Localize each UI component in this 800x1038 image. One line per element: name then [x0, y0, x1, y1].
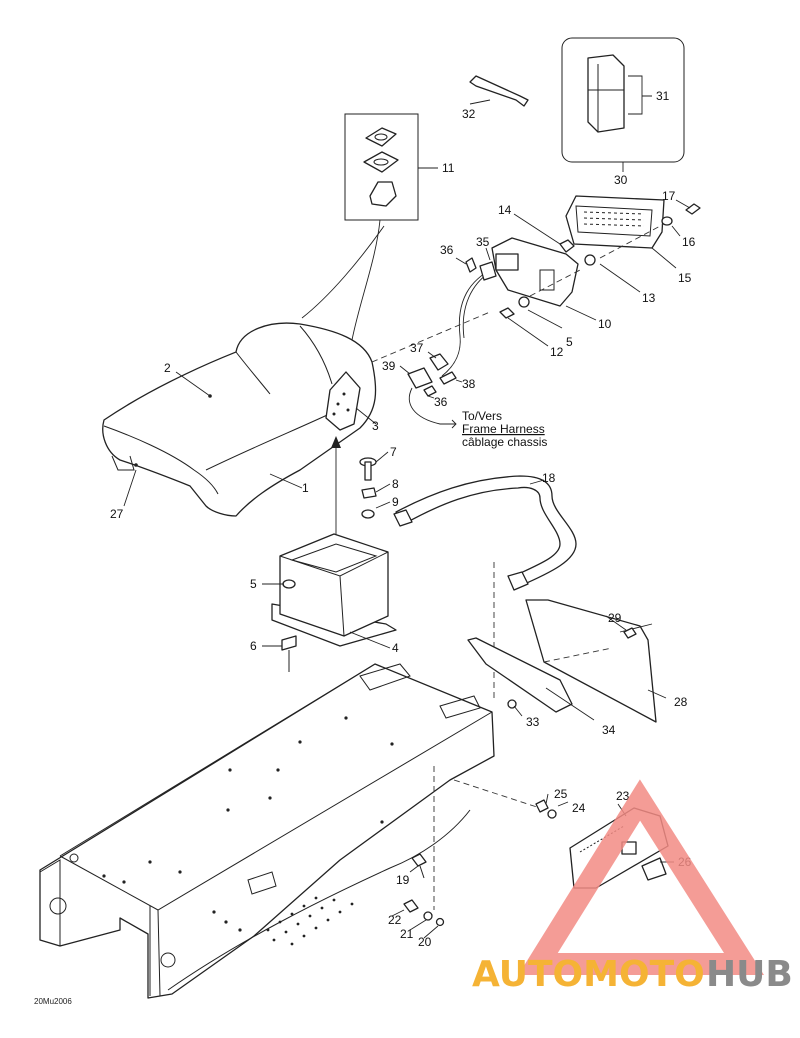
callout-15: 15	[678, 271, 692, 285]
callout-37: 37	[410, 341, 424, 355]
footer-code: 20Mu2006	[34, 997, 72, 1006]
callout-2: 2	[164, 361, 171, 375]
callout-17: 17	[662, 189, 676, 203]
callout-9: 9	[392, 495, 399, 509]
callout-18: 18	[542, 471, 556, 485]
automotohub-logo: AUTOMOTO HUB	[472, 779, 793, 995]
part-4-box	[271, 533, 397, 672]
chassis-frame	[39, 663, 541, 999]
logo-text-automoto: AUTOMOTO	[472, 954, 705, 995]
callout-36a: 36	[440, 243, 454, 257]
part-1-seat	[102, 311, 491, 517]
callout-12: 12	[550, 345, 564, 359]
callout-5a: 5	[250, 577, 257, 591]
callout-20: 20	[418, 935, 432, 949]
part-34-plate	[467, 637, 613, 713]
fasteners-upper	[499, 203, 701, 319]
part-18-handle	[393, 475, 577, 700]
part-15-taillight	[565, 195, 665, 249]
callout-6: 6	[250, 639, 257, 653]
annotation-line-3: câblage chassis	[462, 435, 547, 449]
annotation-line-2: Frame Harness	[462, 422, 545, 436]
callout-13: 13	[642, 291, 656, 305]
callout-27: 27	[110, 507, 124, 521]
callout-4: 4	[392, 641, 399, 655]
callout-32: 32	[462, 107, 476, 121]
leader-lines	[123, 199, 691, 939]
callout-39: 39	[382, 359, 396, 373]
callout-23: 23	[616, 789, 630, 803]
callout-28: 28	[674, 695, 688, 709]
callout-38: 38	[462, 377, 476, 391]
inset-box-30	[561, 37, 685, 172]
callout-34: 34	[602, 723, 616, 737]
callout-1: 1	[302, 481, 309, 495]
callout-14: 14	[498, 203, 512, 217]
callout-35: 35	[476, 235, 490, 249]
callout-3: 3	[372, 419, 379, 433]
parts-7-8-9	[359, 457, 377, 519]
callout-16: 16	[682, 235, 696, 249]
callout-5b: 5	[566, 335, 573, 349]
callout-33: 33	[526, 715, 540, 729]
inset-box-11	[301, 113, 438, 341]
callout-31: 31	[656, 89, 670, 103]
connectors	[407, 257, 477, 429]
callout-22: 22	[388, 913, 402, 927]
callout-10: 10	[598, 317, 612, 331]
callout-30: 30	[614, 173, 628, 187]
callout-36b: 36	[434, 395, 448, 409]
callout-11: 11	[442, 161, 455, 175]
logo-text-hub: HUB	[706, 954, 793, 995]
callout-21: 21	[400, 927, 414, 941]
annotation-line-1: To/Vers	[462, 409, 502, 423]
callout-24: 24	[572, 801, 586, 815]
part-32	[469, 75, 529, 107]
callout-25: 25	[554, 787, 568, 801]
callout-7: 7	[390, 445, 397, 459]
callout-29: 29	[608, 611, 622, 625]
callout-19: 19	[396, 873, 410, 887]
callout-8: 8	[392, 477, 399, 491]
part-10-housing	[441, 237, 579, 377]
